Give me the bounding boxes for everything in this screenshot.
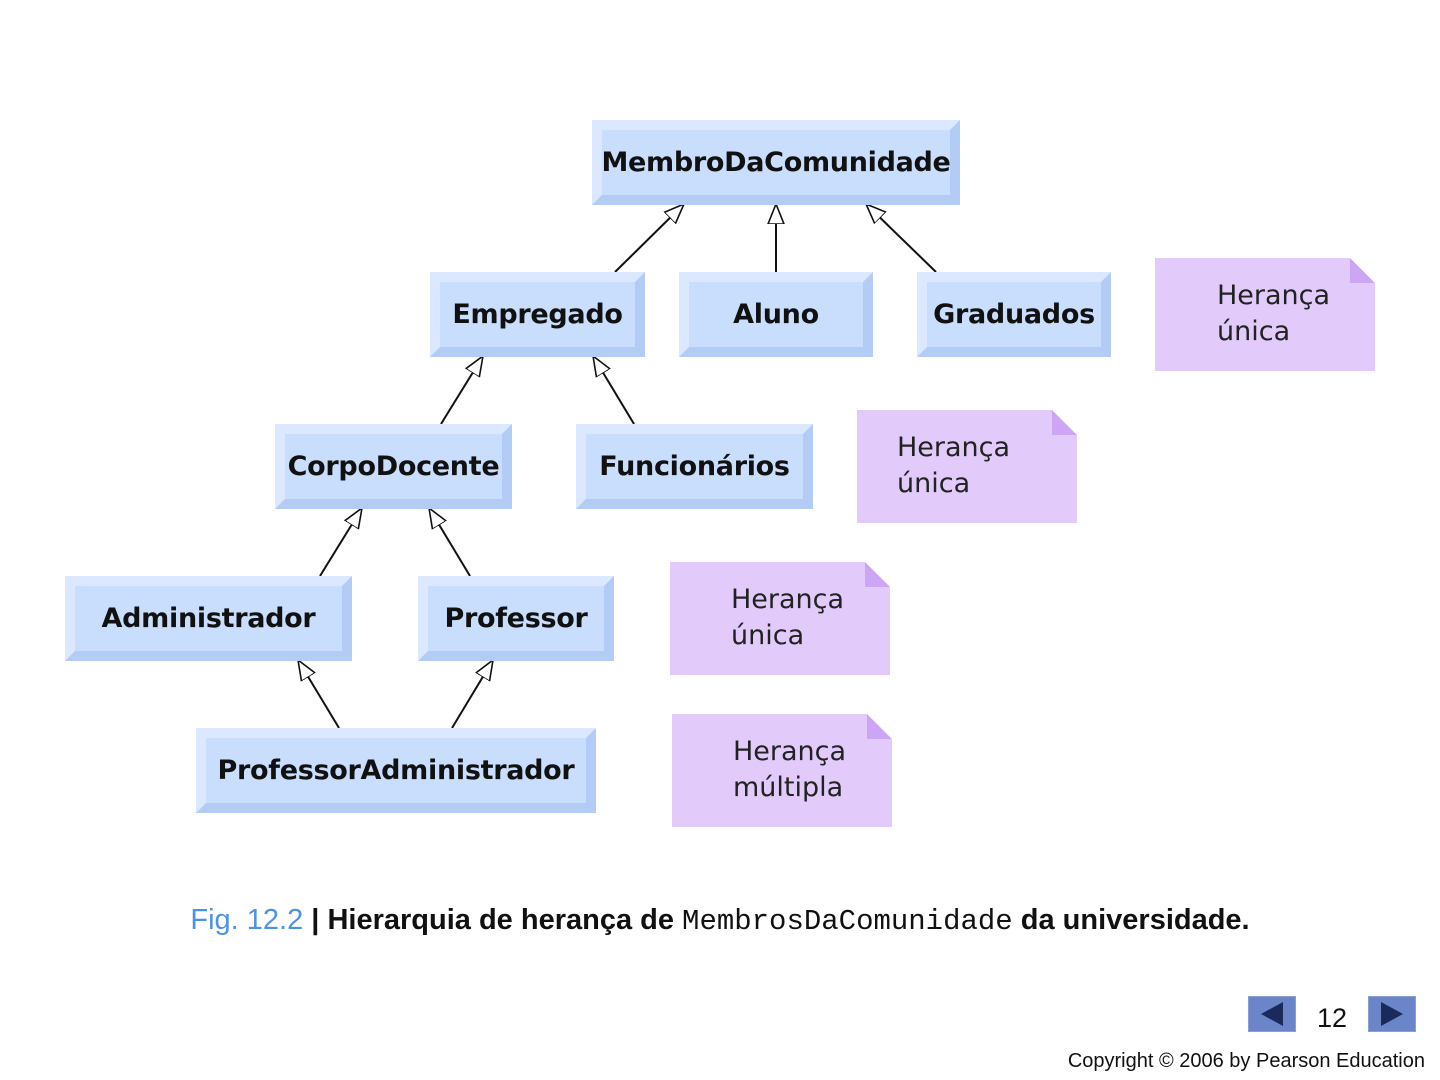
note-single-inheritance-2: Herança única (857, 410, 1077, 523)
class-graduados: Graduados (917, 272, 1111, 357)
caption-code: MembrosDaComunidade (682, 905, 1013, 938)
figure-label: Fig. 12.2 (190, 904, 304, 936)
class-administrador: Administrador (65, 576, 352, 661)
previous-slide-button[interactable] (1248, 996, 1296, 1032)
arrow-profadmin-to-professor (451, 660, 493, 729)
note-single-inheritance-1: Herança única (1155, 258, 1375, 371)
arrow-graduados-to-membro (866, 204, 937, 273)
page-number: 12 (1316, 1003, 1348, 1033)
class-funcionarios: Funcionários (576, 424, 813, 509)
note-line: única (897, 468, 971, 499)
arrow-professor-to-corpodocente (429, 508, 471, 577)
next-slide-button[interactable] (1368, 996, 1416, 1032)
note-line: Herança (731, 584, 845, 615)
note-multiple-inheritance: Herança múltipla (672, 714, 892, 827)
right-triangle-icon (1381, 1002, 1403, 1026)
figure-caption: Fig. 12.2 | Hierarquia de herança de Mem… (0, 904, 1440, 938)
arrow-empregado-to-membro (614, 204, 684, 273)
inheritance-diagram (0, 0, 937, 729)
caption-separator: | (303, 904, 328, 936)
caption-text-before: Hierarquia de herança de (327, 904, 683, 936)
note-line: Herança (733, 736, 847, 767)
arrow-funcionarios-to-empregado (593, 356, 635, 425)
note-line: Herança (897, 432, 1011, 463)
caption-text-after: da universidade. (1012, 904, 1250, 936)
arrow-profadmin-to-administrador (298, 660, 340, 729)
class-professor: Professor (418, 576, 614, 661)
class-membro-da-comunidade: MembroDaComunidade (592, 120, 960, 205)
arrow-corpodocente-to-empregado (440, 356, 483, 425)
class-aluno: Aluno (679, 272, 873, 357)
note-line: única (731, 620, 805, 651)
note-line: múltipla (733, 772, 844, 803)
note-single-inheritance-3: Herança única (670, 562, 890, 675)
note-line: única (1217, 316, 1291, 347)
class-empregado: Empregado (430, 272, 645, 357)
class-professor-administrador: ProfessorAdministrador (196, 728, 596, 813)
left-triangle-icon (1261, 1002, 1283, 1026)
class-corpo-docente: CorpoDocente (275, 424, 512, 509)
copyright-text: Copyright © 2006 by Pearson Education (1067, 1050, 1425, 1072)
arrow-administrador-to-corpodocente (319, 508, 362, 577)
note-line: Herança (1217, 280, 1331, 311)
